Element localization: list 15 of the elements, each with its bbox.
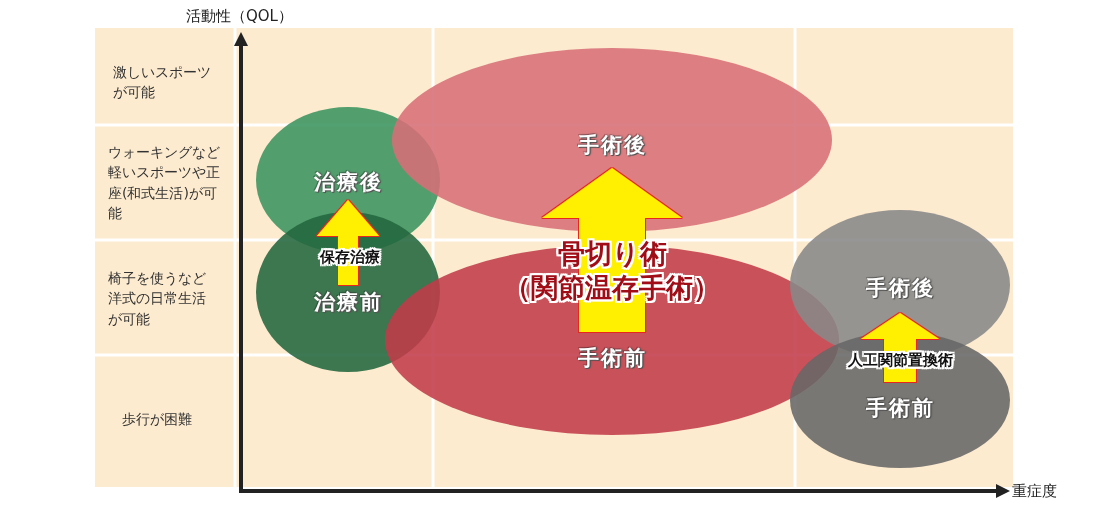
block-arrow — [317, 200, 379, 285]
region-label: 手術前 — [577, 345, 647, 372]
block-arrow — [861, 313, 939, 382]
region-label: 治療前 — [313, 289, 383, 316]
row-label: 歩行が困難 — [122, 410, 192, 429]
region-label: 手術後 — [865, 275, 935, 302]
region-label: 治療後 — [313, 169, 383, 196]
axis-title: 活動性（QOL） — [186, 6, 293, 27]
block-arrow — [542, 168, 682, 332]
row-label: ウォーキングなど軽いスポーツや正座(和式生活)が可能 — [108, 143, 221, 223]
region-label: 手術後 — [577, 132, 647, 159]
axis-title: 重症度 — [1012, 481, 1057, 502]
region-label: 手術前 — [865, 395, 935, 422]
row-label: 激しいスポーツが可能 — [113, 63, 212, 103]
row-label: 椅子を使うなど洋式の日常生活が可能 — [108, 269, 207, 329]
